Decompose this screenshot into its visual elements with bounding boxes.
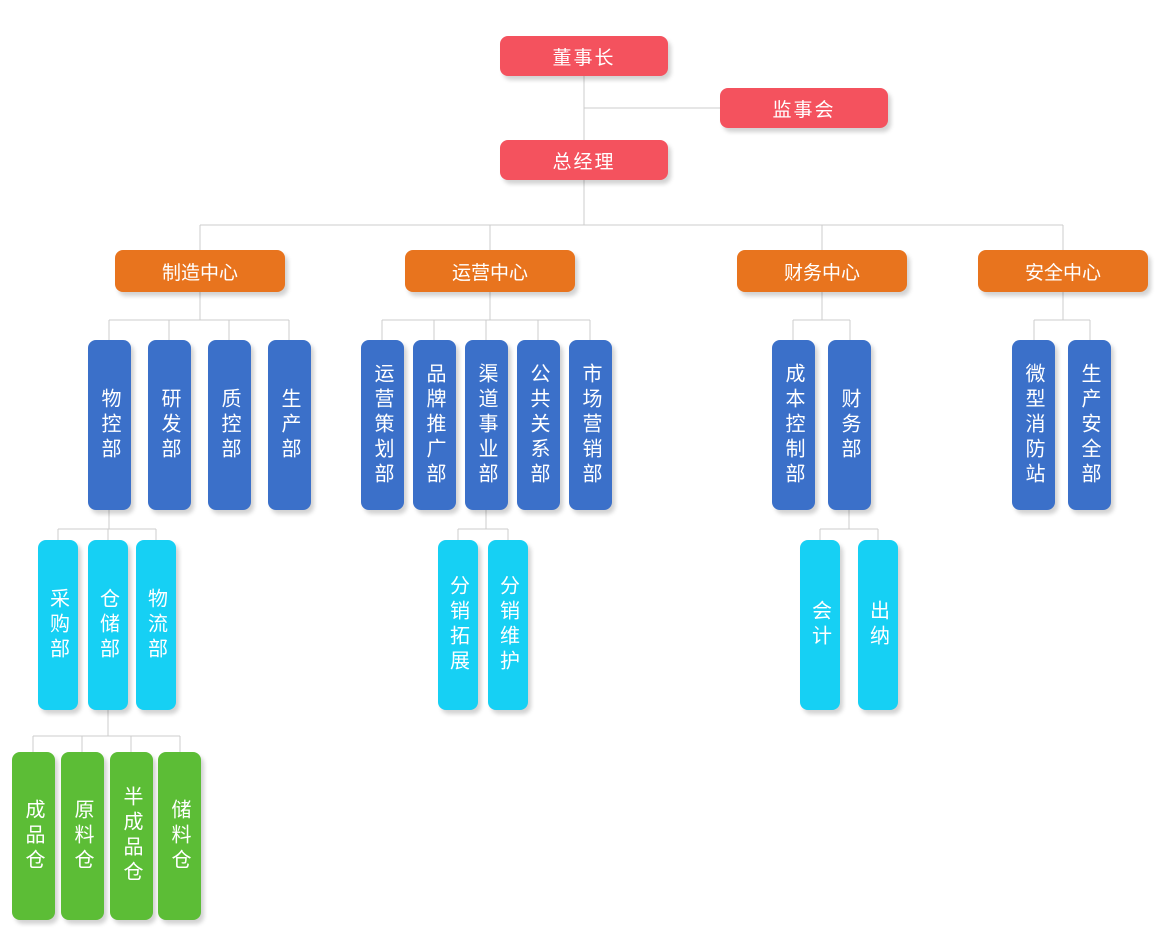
connector-manufacturing-departments: [108, 292, 290, 340]
org-node-public-relations-dept: 公共关系部: [517, 340, 560, 510]
org-node-safety-center: 安全中心: [978, 250, 1148, 292]
org-node-quality-control-dept: 质控部: [208, 340, 251, 510]
org-node-production-dept: 生产部: [268, 340, 311, 510]
org-node-finance-dept: 财务部: [828, 340, 871, 510]
org-node-manufacturing-center: 制造中心: [115, 250, 285, 292]
org-node-channel-business-dept: 渠道事业部: [465, 340, 508, 510]
connector-material-control-sections: [57, 510, 157, 540]
org-node-logistics-section: 物流部: [136, 540, 176, 710]
connector-channel-business-sections: [457, 510, 509, 540]
org-node-purchasing-section: 采购部: [38, 540, 78, 710]
connector-safety-departments: [1033, 292, 1091, 340]
connector-warehousing-warehouses: [32, 710, 181, 752]
org-node-brand-promotion-dept: 品牌推广部: [413, 340, 456, 510]
org-node-cashier-section: 出纳: [858, 540, 898, 710]
org-node-material-control-dept: 物控部: [88, 340, 131, 510]
org-node-finished-goods-warehouse: 成品仓: [12, 752, 55, 920]
org-node-storage-warehouse: 储料仓: [158, 752, 201, 920]
connector-finance-departments: [792, 292, 851, 340]
org-node-chairman: 董事长: [500, 36, 668, 76]
org-node-supervisory-board: 监事会: [720, 88, 888, 128]
org-node-rnd-dept: 研发部: [148, 340, 191, 510]
org-node-raw-material-warehouse: 原料仓: [61, 752, 104, 920]
org-node-marketing-dept: 市场营销部: [569, 340, 612, 510]
org-node-micro-fire-station: 微型消防站: [1012, 340, 1055, 510]
connector-executive: [199, 76, 1064, 250]
org-node-finance-center: 财务中心: [737, 250, 907, 292]
org-node-production-safety-dept: 生产安全部: [1068, 340, 1111, 510]
org-node-semi-finished-warehouse: 半成品仓: [110, 752, 153, 920]
org-node-general-manager: 总经理: [500, 140, 668, 180]
org-node-operations-planning-dept: 运营策划部: [361, 340, 404, 510]
org-node-accounting-section: 会计: [800, 540, 840, 710]
connector-operations-departments: [381, 292, 591, 340]
org-node-operations-center: 运营中心: [405, 250, 575, 292]
org-node-warehousing-section: 仓储部: [88, 540, 128, 710]
connector-finance-dept-sections: [819, 510, 879, 540]
org-node-cost-control-dept: 成本控制部: [772, 340, 815, 510]
org-node-distribution-maintenance-section: 分销维护: [488, 540, 528, 710]
org-node-distribution-expansion-section: 分销拓展: [438, 540, 478, 710]
